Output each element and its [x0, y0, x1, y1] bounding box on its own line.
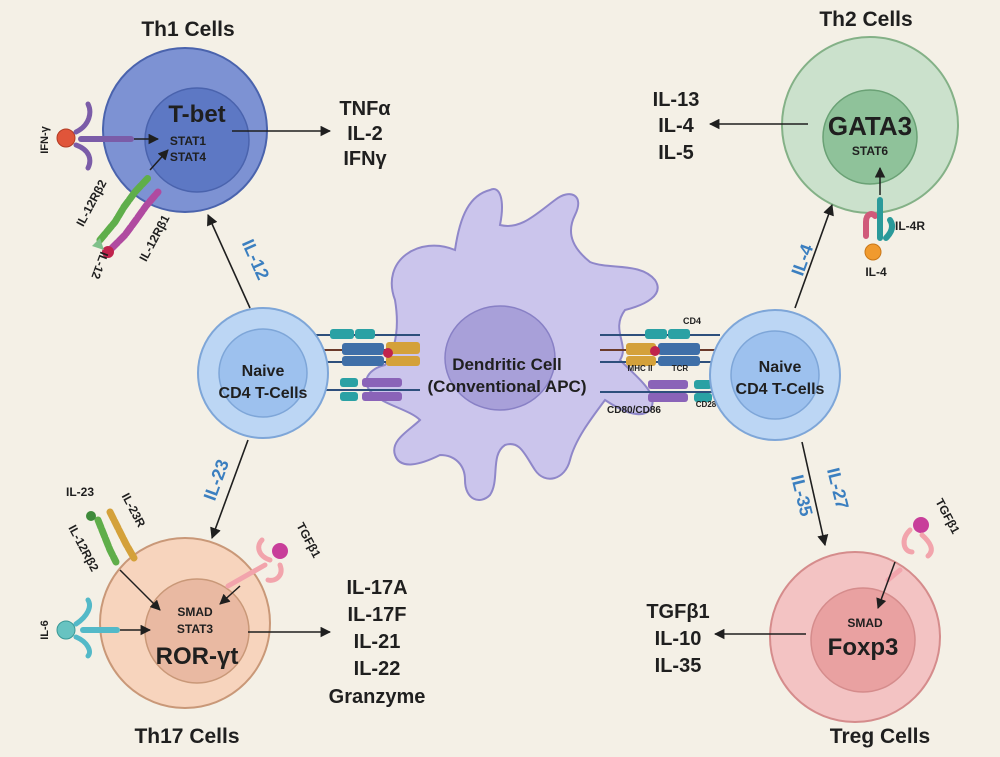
- th2-out-1: IL-4: [658, 115, 694, 137]
- il12rb2-label: IL-12Rβ2: [73, 177, 109, 229]
- treg-tf: Foxp3: [828, 634, 899, 661]
- th17-smad: SMAD: [177, 605, 213, 619]
- arrow-label-il4: IL-4: [787, 241, 817, 278]
- cd28-label: CD28: [696, 400, 717, 409]
- th1-out-0: TNFα: [339, 98, 391, 120]
- naive-right-line1: Naive: [759, 359, 802, 376]
- th1-stat4: STAT4: [170, 150, 207, 164]
- th1-stat1: STAT1: [170, 134, 207, 148]
- il4-receptor: [863, 166, 896, 261]
- il23-receptor: [86, 508, 161, 611]
- cd4-label: CD4: [683, 316, 701, 326]
- th17-cell: [99, 537, 271, 709]
- synapse-left: [300, 329, 420, 401]
- th17-tgf-receptor: [219, 537, 288, 605]
- ifng-receptor: [56, 101, 134, 171]
- th17-out-0: IL-17A: [346, 577, 407, 599]
- il6-receptor: [56, 597, 152, 659]
- treg-out-0: TGFβ1: [646, 601, 709, 623]
- naive-cell-left: [197, 307, 329, 439]
- naive-left-line1: Naive: [242, 363, 285, 380]
- naive-right-line2: CD4 T-Cells: [736, 381, 825, 398]
- th2-title: Th2 Cells: [819, 8, 912, 31]
- arrow-to-th1: [207, 213, 251, 309]
- th2-out-0: IL-13: [653, 89, 700, 111]
- il4r-label: IL-4R: [895, 219, 925, 233]
- th2-tf: GATA3: [828, 111, 912, 141]
- arrow-to-treg: [801, 441, 829, 547]
- th17-out-1: IL-17F: [348, 604, 407, 626]
- th17-title: Th17 Cells: [134, 725, 239, 748]
- il4-ligand-label: IL-4: [865, 265, 887, 279]
- th1-title: Th1 Cells: [141, 18, 234, 41]
- th17-il12rb2-label: IL-12Rβ2: [65, 522, 101, 574]
- ifng-label: IFN-γ: [39, 125, 51, 153]
- th2-out-2: IL-5: [658, 142, 694, 164]
- th17-stat3: STAT3: [177, 622, 214, 636]
- il23-label: IL-23: [66, 485, 94, 499]
- th17-tf: ROR-γt: [156, 643, 239, 670]
- th17-tgf-label: TGFβ1: [293, 520, 323, 560]
- cd80-label: CD80/CD86: [607, 405, 661, 416]
- treg-tgf-receptor: [876, 517, 934, 609]
- th17-out-3: IL-22: [354, 658, 401, 680]
- treg-cell: [769, 551, 941, 723]
- treg-out-1: IL-10: [655, 628, 702, 650]
- th1-tf: T-bet: [168, 101, 225, 128]
- th1-cell: [102, 47, 268, 213]
- th2-stat6: STAT6: [852, 144, 889, 158]
- dc-label-line2: (Conventional APC): [428, 377, 587, 396]
- arrow-label-il35: IL-35: [787, 473, 817, 519]
- il12rb1-label: IL-12Rβ1: [136, 212, 172, 264]
- th17-out-4: Granzyme: [329, 686, 426, 708]
- arrow-to-th17: [210, 439, 249, 540]
- dendritic-cell: [365, 188, 659, 501]
- naive-left-line2: CD4 T-Cells: [219, 385, 308, 402]
- treg-title: Treg Cells: [830, 725, 930, 748]
- synapse-right: [600, 329, 720, 402]
- th1-out-2: IFNγ: [343, 148, 387, 170]
- il6-label: IL-6: [39, 620, 51, 640]
- tcr-label: TCR: [672, 364, 689, 373]
- treg-tgf-label: TGFβ1: [932, 496, 962, 536]
- th2-cell: [781, 36, 959, 214]
- arrow-label-il27: IL-27: [823, 466, 853, 512]
- arrow-label-il12: IL-12: [238, 236, 273, 283]
- il12-receptor: [92, 149, 169, 258]
- arrow-to-th2: [794, 203, 834, 309]
- il23r-label: IL-23R: [119, 491, 149, 530]
- naive-cell-right: [709, 309, 841, 441]
- mhc-label: MHC II: [628, 364, 653, 373]
- il12-ligand-label: IL-12: [88, 250, 111, 281]
- treg-smad: SMAD: [847, 616, 883, 630]
- th17-out-2: IL-21: [354, 631, 401, 653]
- treg-out-2: IL-35: [655, 655, 702, 677]
- th1-out-1: IL-2: [347, 123, 383, 145]
- dc-label-line1: Dendritic Cell: [452, 355, 562, 374]
